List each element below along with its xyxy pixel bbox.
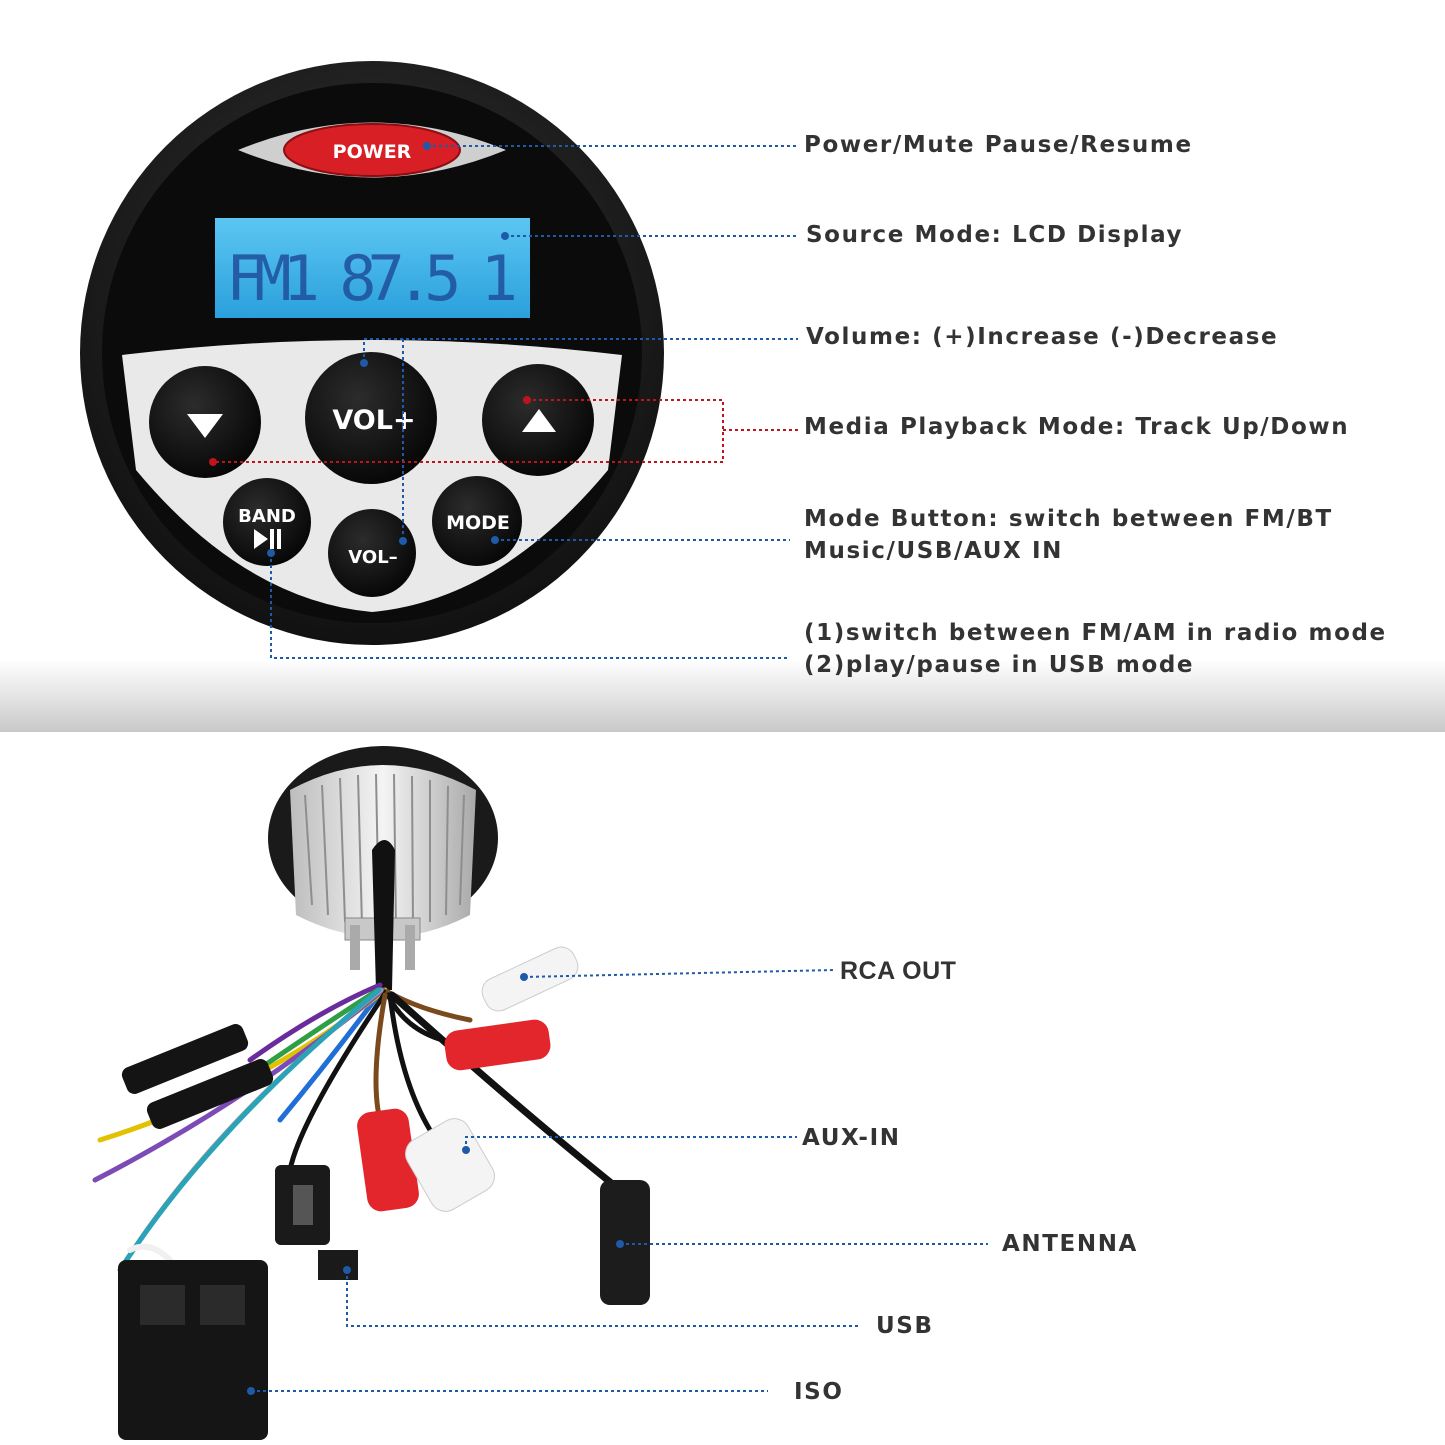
rca-out-white-plug — [481, 946, 579, 1012]
leader-aux-in — [465, 1136, 797, 1150]
leader-media — [213, 399, 798, 463]
play-pause-icon — [254, 529, 281, 549]
aux-in-red-plug — [357, 1108, 419, 1212]
callout-volume: Volume: (+)Increase (-)Decrease — [806, 324, 1279, 350]
callout-source: Source Mode: LCD Display — [806, 222, 1184, 248]
callout-usb: USB — [876, 1313, 934, 1339]
triangle-down-icon — [187, 414, 223, 438]
bottom-leader-lines — [251, 969, 988, 1392]
callout-band-line2: (2)play/pause in USB mode — [804, 652, 1195, 678]
leader-rca-out — [523, 969, 835, 978]
leader-volume — [363, 338, 798, 541]
aux-in-white-plug — [405, 1118, 495, 1212]
leader-usb — [346, 1270, 860, 1327]
top-leader-lines — [213, 145, 798, 659]
band-button — [223, 478, 311, 566]
callout-antenna: ANTENNA — [1002, 1231, 1138, 1257]
vol-minus-button — [328, 509, 416, 597]
vol-minus-label: VOL– — [348, 547, 397, 568]
lcd-text: FM1 87.5 1 — [226, 242, 518, 315]
callout-rca-out: RCA OUT — [840, 957, 957, 985]
leader-band — [270, 553, 790, 659]
lcd-display — [215, 218, 530, 318]
vol-plus-button — [305, 352, 437, 484]
callout-mode-line1: Mode Button: switch between FM/BT — [804, 506, 1333, 532]
band-label: BAND — [238, 506, 296, 527]
callout-band-line1: (1)switch between FM/AM in radio mode — [804, 620, 1387, 646]
power-label: POWER — [333, 141, 412, 163]
power-button — [283, 123, 461, 177]
callout-mode-line2: Music/USB/AUX IN — [804, 538, 1063, 564]
mode-button — [432, 476, 522, 566]
mode-label: MODE — [446, 512, 510, 534]
section-divider — [0, 660, 1445, 732]
callout-power: Power/Mute Pause/Resume — [804, 132, 1193, 158]
triangle-up-icon — [522, 409, 556, 432]
callout-aux-in: AUX-IN — [802, 1125, 901, 1151]
iso-connector — [118, 1260, 268, 1440]
callout-iso: ISO — [794, 1379, 844, 1405]
rca-out-red-plug — [444, 1019, 551, 1071]
top-leader-dots — [209, 142, 531, 557]
stereo-front-panel: POWER FM1 87.5 1 VOL+ BAND VOL– MODE — [80, 61, 664, 645]
vol-plus-label: VOL+ — [332, 405, 415, 436]
antenna-connector — [600, 1180, 650, 1305]
bottom-leader-dots — [247, 973, 624, 1395]
stereo-back-unit — [268, 746, 498, 990]
callout-media: Media Playback Mode: Track Up/Down — [804, 414, 1350, 440]
